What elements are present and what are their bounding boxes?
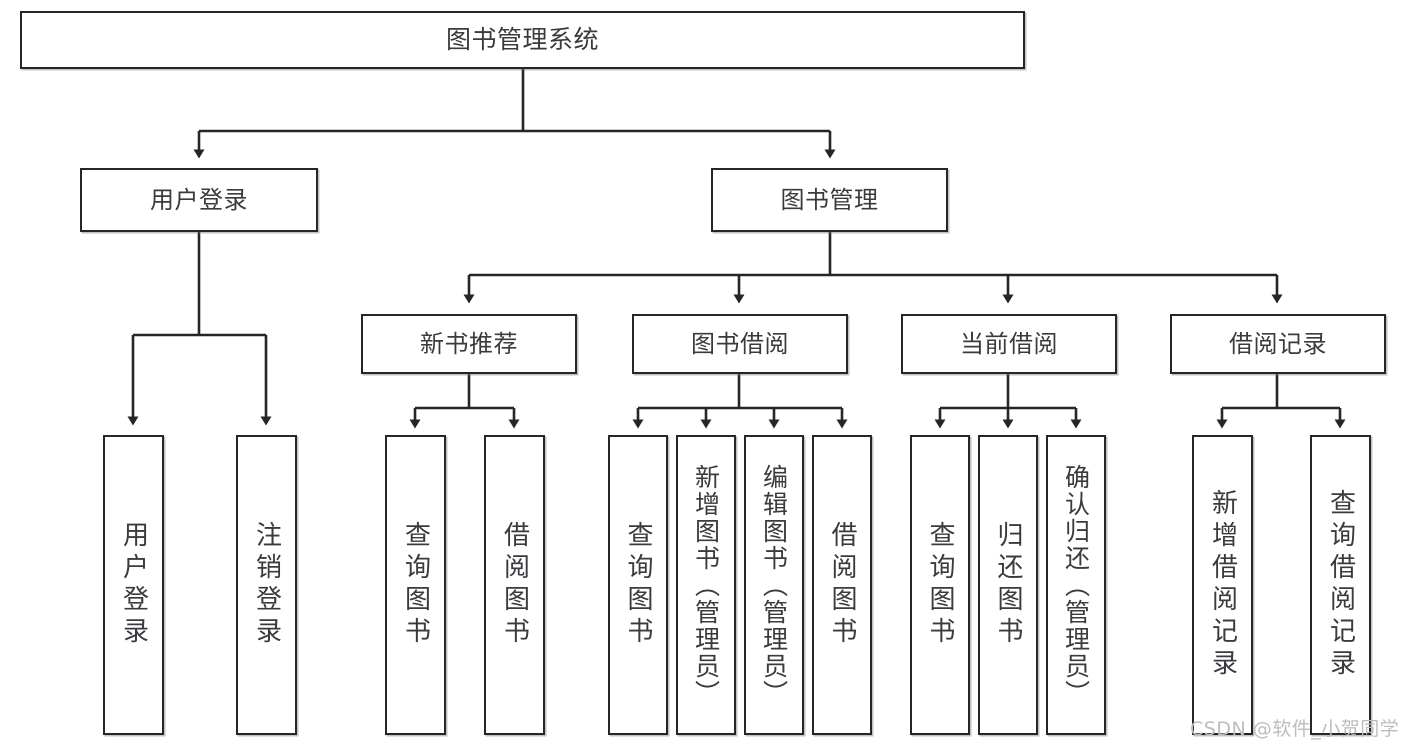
node-leaf-logout-label: 注销登录 (251, 521, 282, 649)
node-leaf-borrow-book-2-label: 借阅图书 (827, 521, 857, 649)
node-user-login[interactable]: 用户登录 (80, 168, 318, 232)
node-leaf-logout[interactable]: 注销登录 (236, 435, 297, 735)
node-book-borrow-label: 图书借阅 (691, 329, 789, 358)
node-leaf-edit-book[interactable]: 编辑图书（管理员） (744, 435, 804, 735)
node-new-book-recommend[interactable]: 新书推荐 (361, 314, 577, 374)
node-leaf-query-book-2[interactable]: 查询图书 (608, 435, 668, 735)
node-leaf-return-book-label: 归还图书 (993, 521, 1023, 649)
node-leaf-query-book-3[interactable]: 查询图书 (910, 435, 970, 735)
node-leaf-add-record-label: 新增借阅记录 (1207, 489, 1238, 681)
csdn-watermark: CSDN @软件_小贺同学 (1190, 718, 1400, 740)
node-leaf-borrow-book-1-label: 借阅图书 (499, 521, 530, 649)
node-new-book-recommend-label: 新书推荐 (420, 329, 518, 358)
node-root-label: 图书管理系统 (445, 25, 599, 54)
node-leaf-confirm-return[interactable]: 确认归还（管理员） (1046, 435, 1106, 735)
node-root[interactable]: 图书管理系统 (20, 11, 1025, 69)
node-user-login-label: 用户登录 (150, 185, 248, 214)
node-leaf-query-book-2-label: 查询图书 (623, 521, 653, 649)
node-current-borrow[interactable]: 当前借阅 (901, 314, 1117, 374)
node-leaf-query-book-1-label: 查询图书 (400, 521, 431, 649)
node-leaf-borrow-book-1[interactable]: 借阅图书 (484, 435, 545, 735)
node-leaf-add-book-label: 新增图书（管理员） (691, 463, 721, 707)
node-leaf-query-book-1[interactable]: 查询图书 (385, 435, 446, 735)
node-leaf-borrow-book-2[interactable]: 借阅图书 (812, 435, 872, 735)
node-leaf-add-book[interactable]: 新增图书（管理员） (676, 435, 736, 735)
node-leaf-query-record-label: 查询借阅记录 (1325, 489, 1356, 681)
node-leaf-confirm-return-label: 确认归还（管理员） (1061, 463, 1091, 707)
node-leaf-add-record[interactable]: 新增借阅记录 (1192, 435, 1253, 735)
node-leaf-return-book[interactable]: 归还图书 (978, 435, 1038, 735)
node-current-borrow-label: 当前借阅 (960, 329, 1058, 358)
node-borrow-record[interactable]: 借阅记录 (1170, 314, 1386, 374)
node-book-management[interactable]: 图书管理 (711, 168, 948, 232)
node-borrow-record-label: 借阅记录 (1229, 329, 1327, 358)
node-leaf-user-login[interactable]: 用户登录 (103, 435, 164, 735)
node-leaf-user-login-label: 用户登录 (118, 521, 149, 649)
node-leaf-query-book-3-label: 查询图书 (925, 521, 955, 649)
node-book-management-label: 图书管理 (780, 185, 879, 214)
node-leaf-edit-book-label: 编辑图书（管理员） (759, 463, 789, 707)
node-leaf-query-record[interactable]: 查询借阅记录 (1310, 435, 1371, 735)
node-book-borrow[interactable]: 图书借阅 (632, 314, 848, 374)
